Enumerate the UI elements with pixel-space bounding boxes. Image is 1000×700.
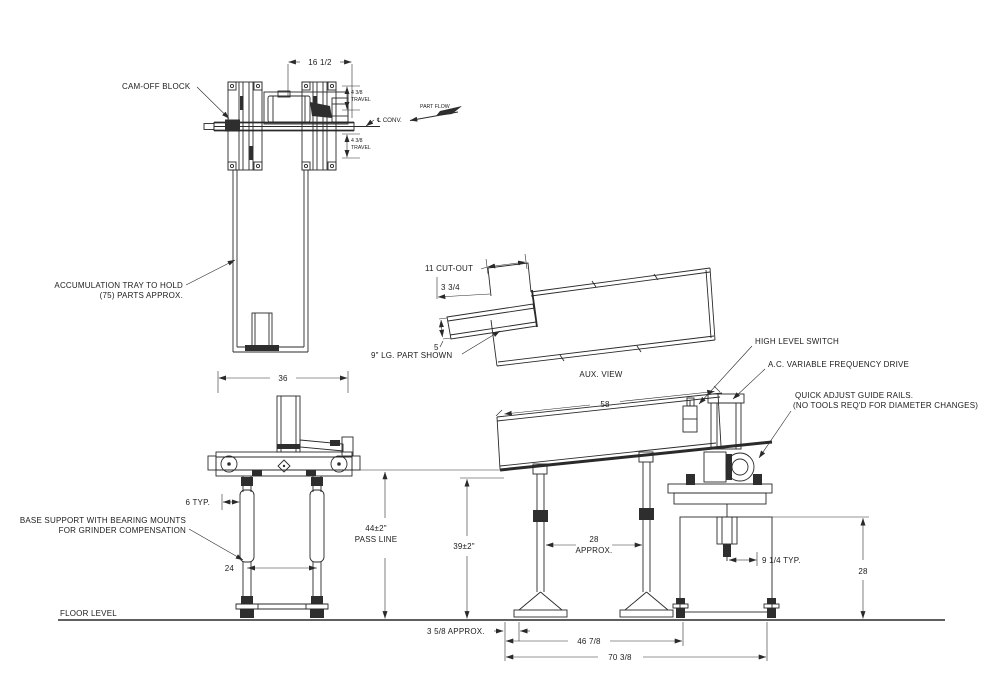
adjust-bracket bbox=[667, 474, 773, 561]
conveyor-centerline-label: ℄ CONV. bbox=[377, 117, 402, 124]
accumulation-note: ACCUMULATION TRAY TO HOLD (75) PARTS APP… bbox=[54, 259, 236, 300]
front-view: 36 bbox=[20, 371, 504, 619]
side-view: 58 28 APPROX. bbox=[427, 337, 978, 662]
cam-off-block-callout: CAM-OFF BLOCK bbox=[122, 82, 230, 119]
dim-travel-upper: 4 3/8 TRAVEL bbox=[342, 85, 371, 111]
travel-lower-word: TRAVEL bbox=[351, 145, 371, 151]
part-note-callout: 9" LG. PART SHOWN bbox=[371, 330, 501, 360]
top-width-dim: 16 1/2 bbox=[308, 58, 332, 67]
high-level-switch-label: HIGH LEVEL SWITCH bbox=[755, 337, 839, 346]
stand-2 bbox=[619, 451, 674, 618]
dim-28-approx: 28 APPROX. bbox=[545, 535, 643, 555]
aux-tray bbox=[490, 267, 716, 367]
guide-rails-label-line2: (NO TOOLS REQ'D FOR DIAMETER CHANGES) bbox=[793, 401, 978, 410]
dim-58: 58 bbox=[495, 385, 721, 417]
accumulation-note-line2: (75) PARTS APPROX. bbox=[100, 291, 183, 300]
accumulation-note-line1: ACCUMULATION TRAY TO HOLD bbox=[54, 281, 183, 290]
infeed-height-dim: 39±2" bbox=[453, 542, 475, 551]
cabinet bbox=[672, 516, 780, 618]
cam-off-block-label: CAM-OFF BLOCK bbox=[122, 82, 191, 91]
part-flow-arrow: PART FLOW bbox=[409, 104, 462, 122]
guide-rails-label-line1: QUICK ADJUST GUIDE RAILS. bbox=[795, 391, 913, 400]
dim-5: 5 bbox=[434, 317, 452, 352]
aux-view-title: AUX. VIEW bbox=[579, 370, 622, 379]
dim-3-5-8: 3 5/8 APPROX. bbox=[427, 622, 530, 641]
cross-beam bbox=[203, 119, 380, 132]
stand-span-dim: 46 7/8 bbox=[577, 637, 601, 646]
travel-lower-value: 4 3/8 bbox=[351, 138, 363, 144]
pass-line-height-dim: 44±2" bbox=[365, 524, 387, 533]
part-flow-label: PART FLOW bbox=[420, 104, 450, 110]
tray-length-dim: 58 bbox=[600, 400, 610, 409]
left-leg bbox=[235, 476, 259, 618]
cabinet-height-dim: 28 bbox=[858, 567, 868, 576]
drive-motor bbox=[263, 90, 349, 125]
aux-view: 11 CUT-OUT 3 3/4 5 9" LG. PART SHOWN AUX… bbox=[371, 253, 716, 379]
accumulation-tray bbox=[232, 170, 309, 353]
conveyor-centerline-callout: ℄ CONV. bbox=[365, 117, 402, 127]
right-leg bbox=[305, 476, 329, 618]
part-note: 9" LG. PART SHOWN bbox=[371, 351, 452, 360]
dim-24: 24 bbox=[225, 564, 317, 573]
gearmotor bbox=[703, 451, 755, 483]
dim-28-cabinet: 28 bbox=[772, 516, 869, 619]
vfd-label: A.C. VARIABLE FREQUENCY DRIVE bbox=[768, 360, 909, 369]
vfd-drive bbox=[707, 393, 745, 450]
side-view-callouts: HIGH LEVEL SWITCH A.C. VARIABLE FREQUENC… bbox=[698, 337, 978, 459]
floor-level-label: FLOOR LEVEL bbox=[60, 609, 117, 618]
high-level-switch bbox=[682, 397, 698, 433]
stand-foot-offset-dim: 3 5/8 APPROX. bbox=[427, 627, 485, 636]
stand-1 bbox=[513, 463, 568, 618]
dim-36: 36 bbox=[217, 371, 349, 393]
travel-upper-value: 4 3/8 bbox=[351, 90, 363, 96]
right-pulley bbox=[330, 455, 348, 473]
base-support-note: BASE SUPPORT WITH BEARING MOUNTS FOR GRI… bbox=[20, 516, 244, 561]
dim-9-1-4: 9 1/4 TYP. bbox=[728, 552, 801, 566]
pass-line-label: PASS LINE bbox=[355, 535, 398, 544]
front-width-dim: 36 bbox=[278, 374, 288, 383]
overall-length-dim: 70 3/8 bbox=[608, 653, 632, 662]
dim-16-5: 16 1/2 bbox=[287, 58, 353, 118]
floor-line: FLOOR LEVEL bbox=[58, 609, 945, 621]
leg-offset-dim: 6 TYP. bbox=[186, 498, 210, 507]
guide-rail bbox=[499, 440, 773, 472]
feed-chute bbox=[276, 395, 354, 457]
dim-3-3-4: 3 3/4 bbox=[436, 277, 491, 300]
dim-travel-lower: 4 3/8 TRAVEL bbox=[342, 133, 371, 159]
aux-part bbox=[446, 289, 538, 340]
rail-offset-dim: 9 1/4 TYP. bbox=[762, 556, 801, 565]
cutout-offset-dim: 3 3/4 bbox=[441, 283, 460, 292]
stand-spacing-value: 28 bbox=[589, 535, 599, 544]
left-pulley bbox=[220, 455, 238, 473]
dim-6-typ: 6 TYP. bbox=[186, 494, 240, 510]
dim-11-cutout: 11 CUT-OUT bbox=[425, 253, 528, 275]
dim-39-infeed: 39±2" bbox=[453, 477, 504, 619]
dim-44-pass-line: 44±2" PASS LINE bbox=[355, 471, 398, 619]
leg-spacing-dim: 24 bbox=[225, 564, 235, 573]
aux-cutout bbox=[487, 262, 532, 297]
base-note-line2: FOR GRINDER COMPENSATION bbox=[59, 526, 186, 535]
top-view: 16 1/2 4 3/8 TRAVEL 4 3/8 TRAVEL ℄ CONV. bbox=[54, 58, 462, 353]
base-note-line1: BASE SUPPORT WITH BEARING MOUNTS bbox=[20, 516, 186, 525]
part-height-dim: 5 bbox=[434, 343, 439, 352]
cam-off-block bbox=[225, 119, 240, 132]
conveyor-body bbox=[207, 451, 361, 477]
cutout-width-dim: 11 CUT-OUT bbox=[425, 264, 473, 273]
dim-46-7-8: 46 7/8 bbox=[505, 622, 684, 646]
travel-upper-word: TRAVEL bbox=[351, 97, 371, 103]
dim-70-3-8: 70 3/8 bbox=[504, 622, 768, 662]
stand-spacing-qualifier: APPROX. bbox=[576, 546, 613, 555]
